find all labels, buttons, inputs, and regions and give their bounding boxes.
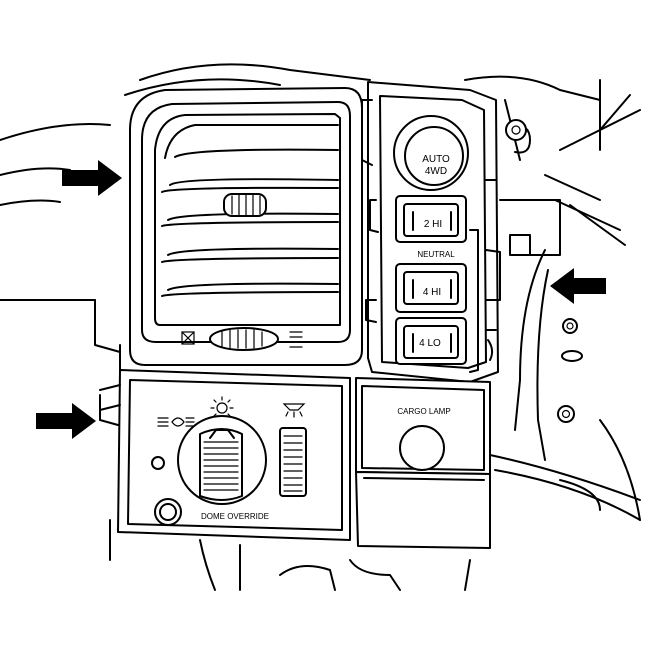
vent-knob[interactable]: [223, 193, 267, 217]
2hi-button[interactable]: 2 HI: [395, 195, 467, 243]
headlamp-knob[interactable]: [177, 415, 267, 505]
dimmer-thumbwheel[interactable]: [279, 427, 307, 497]
4hi-button[interactable]: 4 HI: [395, 263, 467, 313]
vent-damper-control[interactable]: [181, 327, 303, 351]
cargo-lamp-button[interactable]: [399, 425, 445, 471]
4lo-button[interactable]: 4 LO: [395, 317, 467, 365]
dome-override-button[interactable]: [154, 498, 182, 526]
dash-structure: [0, 63, 641, 591]
indicator-light: [151, 456, 165, 470]
dome-lamp-icon: [282, 403, 306, 418]
auto-4wd-button[interactable]: AUTO 4WD: [393, 115, 469, 191]
dome-override-label: DOME OVERRIDE: [201, 512, 269, 521]
auto-label-line2: 4WD: [425, 166, 447, 177]
air-vent: [129, 87, 363, 366]
arrow-left-vent: [62, 160, 122, 196]
callout-arrows: [36, 160, 606, 439]
cargo-lamp-label: CARGO LAMP: [397, 407, 450, 416]
auto-label-line1: AUTO: [422, 154, 450, 165]
neutral-label: NEUTRAL: [417, 250, 455, 259]
2hi-label: 2 HI: [424, 219, 442, 230]
arrow-right-4wd: [550, 268, 606, 304]
arrow-left-headlamp: [36, 403, 96, 439]
4hi-label: 4 HI: [423, 287, 441, 298]
right-fasteners: [505, 119, 583, 423]
4lo-label: 4 LO: [419, 338, 441, 349]
